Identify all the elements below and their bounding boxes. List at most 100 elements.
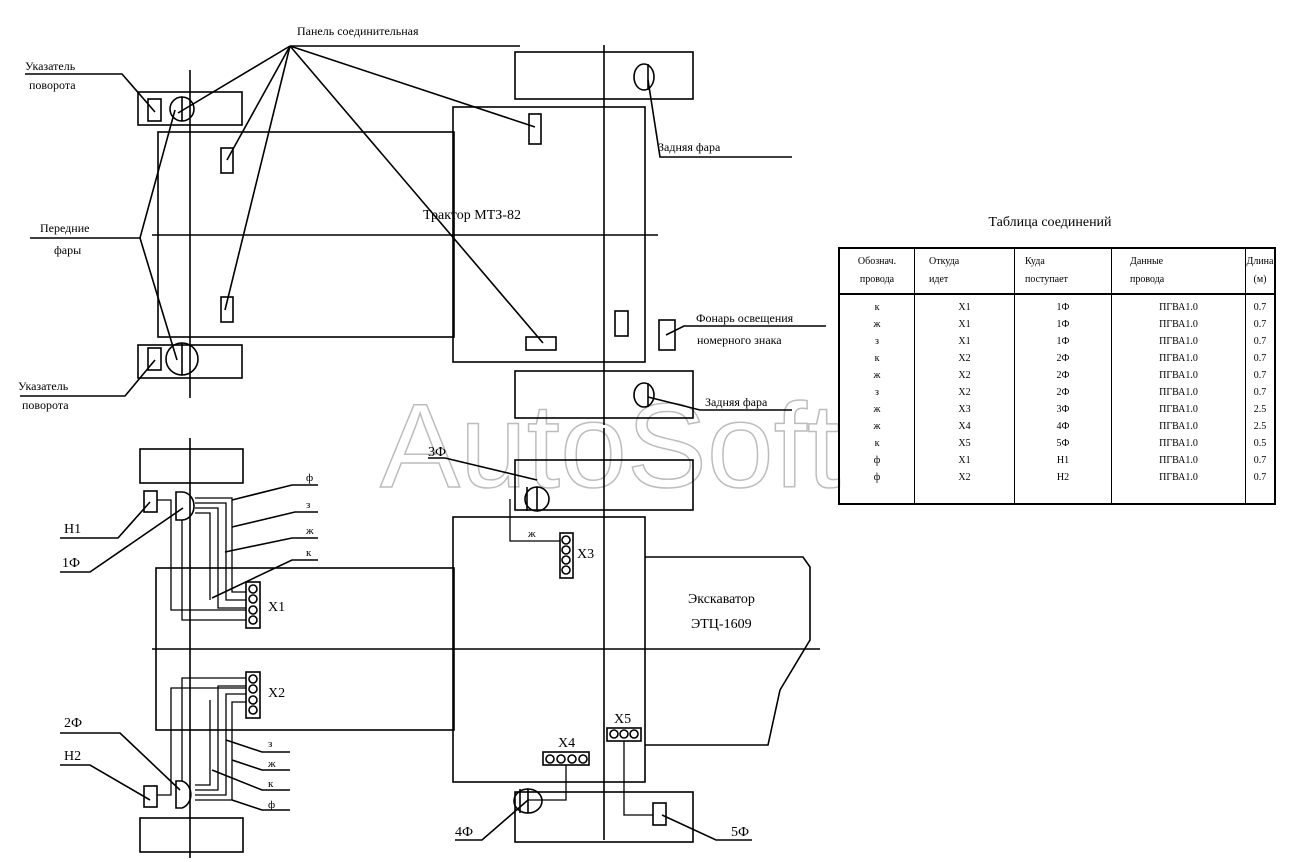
cell-length: 0.7 — [1253, 336, 1267, 347]
x2-label: Х2 — [268, 686, 285, 701]
x4-label: Х4 — [558, 736, 575, 751]
empty-cell — [914, 486, 1015, 504]
turn-signal-top-label-2: поворота — [29, 78, 76, 92]
cell-wire-data: ПГВА1.0 — [1111, 384, 1246, 401]
cell-to: Н1 — [1014, 452, 1112, 469]
wire-label-zh-bottom: ж — [267, 758, 276, 770]
cell-to: 4Ф — [1014, 418, 1112, 435]
tractor-section — [137, 45, 694, 425]
cell-length: 0.7 — [1253, 319, 1267, 330]
cell-wire: ф — [839, 469, 915, 486]
turn-signal-top-label-1: Указатель — [25, 59, 76, 73]
wire-label-k-top: к — [306, 547, 312, 559]
empty-cell — [1246, 486, 1276, 504]
cell-from: Х2 — [914, 367, 1015, 384]
cell-wire-data: ПГВА1.0 — [1111, 316, 1246, 333]
cell-length: 0.7 — [1253, 455, 1267, 466]
cell-length: 0.7 — [1253, 472, 1267, 483]
plate-lamp-label-2: номерного знака — [697, 333, 782, 347]
cell-from: Х1 — [914, 452, 1015, 469]
wiring-x5 — [606, 727, 752, 841]
wire-label-x3: ж — [527, 528, 536, 540]
cell-from: Х1 — [914, 316, 1015, 333]
empty-cell — [1014, 486, 1112, 504]
watermark-text: AutoSoft — [380, 379, 840, 513]
cell-wire: з — [839, 384, 915, 401]
cell-length: 2.5 — [1253, 421, 1267, 432]
turn-signal-bottom-label-2: поворота — [22, 398, 69, 412]
cell-wire: к — [839, 294, 915, 316]
headlights-label-1: Передние — [40, 221, 89, 235]
tractor-label: Трактор МТЗ-82 — [423, 208, 521, 223]
cell-length: 0.7 — [1253, 387, 1267, 398]
h2-label: Н2 — [64, 749, 81, 764]
excavator-label-2: ЭТЦ-1609 — [691, 617, 752, 632]
cell-wire: ф — [839, 452, 915, 469]
empty-cell — [839, 486, 915, 504]
plate-lamp-label-1: Фонарь освещения — [696, 311, 794, 325]
cell-to: Н2 — [1014, 469, 1112, 486]
cell-from: Х2 — [914, 384, 1015, 401]
cell-from: Х3 — [914, 401, 1015, 418]
f3-label: 3Ф — [428, 445, 446, 460]
panel-label: Панель соединительная — [297, 24, 419, 38]
cell-wire-data: ПГВА1.0 — [1111, 350, 1246, 367]
cell-length: 0.5 — [1253, 438, 1267, 449]
empty-cell — [1111, 486, 1246, 504]
wiring-x2 — [60, 671, 290, 811]
header-length: Длина(м) — [1245, 248, 1275, 295]
cell-to: 5Ф — [1014, 435, 1112, 452]
rear-lamp-top-label: Задняя фара — [658, 140, 721, 154]
cell-wire-data: ПГВА1.0 — [1111, 469, 1246, 486]
top-leaders — [20, 45, 826, 411]
connection-table-title: Таблица соединений — [988, 215, 1112, 230]
table-filler-row — [839, 486, 1275, 504]
cell-length: 0.7 — [1253, 370, 1267, 381]
cell-wire-data: ПГВА1.0 — [1111, 435, 1246, 452]
cell-wire: к — [839, 350, 915, 367]
wire-label-f-top: ф — [306, 472, 313, 484]
diagram-labels: Панель соединительная Указатель поворота… — [18, 24, 794, 840]
h1-label: Н1 — [64, 522, 81, 537]
cell-from: Х4 — [914, 418, 1015, 435]
excavator-section — [139, 428, 820, 858]
wire-label-z-top: з — [306, 499, 310, 511]
cell-wire: з — [839, 333, 915, 350]
x1-label: Х1 — [268, 600, 285, 615]
wire-label-f-bottom: ф — [268, 799, 275, 811]
cell-to: 2Ф — [1014, 350, 1112, 367]
f5-label: 5Ф — [731, 825, 749, 840]
excavator-label-1: Экскаватор — [688, 592, 755, 607]
cell-from: Х1 — [914, 294, 1015, 316]
wiring-x4 — [455, 751, 590, 841]
wiring-x3 — [428, 457, 574, 579]
cell-wire-data: ПГВА1.0 — [1111, 401, 1246, 418]
cell-wire: ж — [839, 316, 915, 333]
cell-wire-data: ПГВА1.0 — [1111, 452, 1246, 469]
wiring-x1 — [60, 484, 318, 629]
cell-from: Х1 — [914, 333, 1015, 350]
f4-label: 4Ф — [455, 825, 473, 840]
f1-label: 1Ф — [62, 556, 80, 571]
cell-from: Х5 — [914, 435, 1015, 452]
turn-signal-bottom-label-1: Указатель — [18, 379, 69, 393]
cell-wire-data: ПГВА1.0 — [1111, 333, 1246, 350]
cell-length: 2.5 — [1253, 404, 1267, 415]
cell-wire: ж — [839, 418, 915, 435]
wire-label-zh-top: ж — [305, 525, 314, 537]
cell-wire-data: ПГВА1.0 — [1111, 294, 1246, 316]
